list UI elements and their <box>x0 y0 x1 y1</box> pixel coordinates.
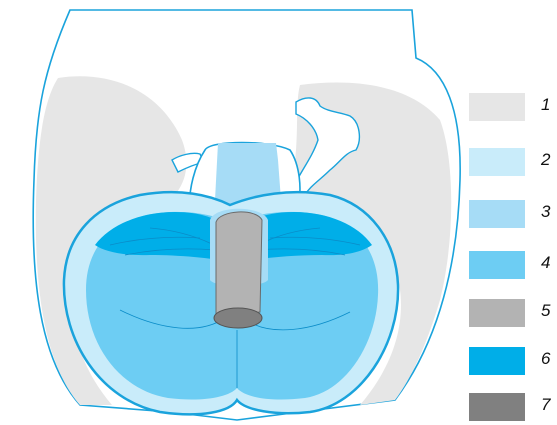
legend-item-3: 3 <box>469 200 555 228</box>
legend-number-3: 3 <box>541 202 550 222</box>
legend-swatch-3 <box>469 200 525 228</box>
legend-item-4: 4 <box>469 251 555 279</box>
legend-swatch-6 <box>469 347 525 375</box>
legend-number-2: 2 <box>541 150 550 170</box>
legend-item-6: 6 <box>469 347 555 375</box>
legend-number-5: 5 <box>541 301 550 321</box>
legend-item-5: 5 <box>469 299 555 327</box>
stem-cut-end <box>214 308 262 328</box>
legend-swatch-4 <box>469 251 525 279</box>
legend-swatch-7 <box>469 393 525 421</box>
legend-item-1: 1 <box>469 93 555 121</box>
legend-number-6: 6 <box>541 349 550 369</box>
legend-number-1: 1 <box>541 95 550 115</box>
legend-number-7: 7 <box>541 395 550 415</box>
legend-number-4: 4 <box>541 253 550 273</box>
legend-swatch-2 <box>469 148 525 176</box>
legend-swatch-5 <box>469 299 525 327</box>
legend-item-7: 7 <box>469 393 555 421</box>
legend-swatch-1 <box>469 93 525 121</box>
grey-stem <box>216 212 262 318</box>
legend-item-2: 2 <box>469 148 555 176</box>
